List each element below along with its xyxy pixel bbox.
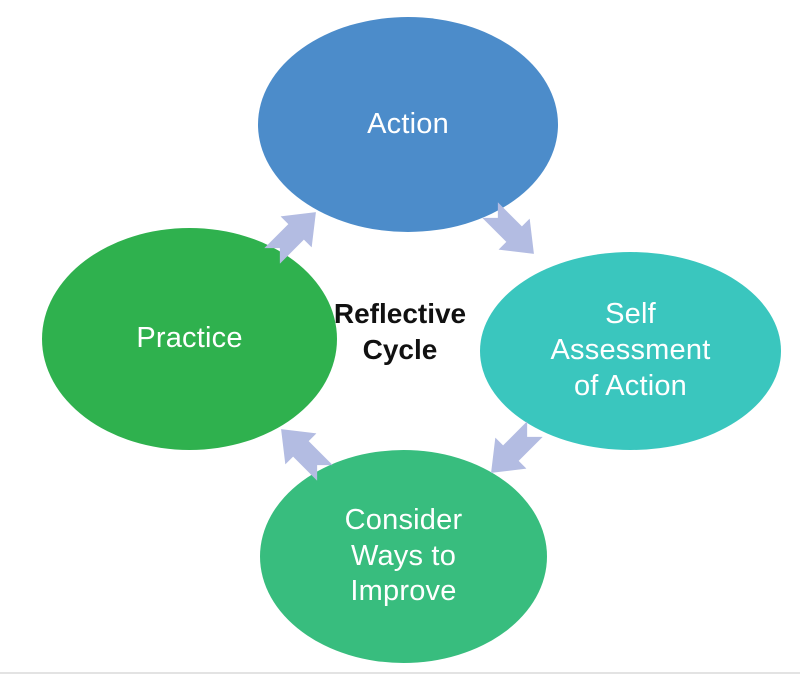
arrow-action-to-self-assessment-icon [482,202,534,254]
arrow-practice-to-action-icon [264,212,316,264]
node-self-assessment-of-action: Self Assessment of Action [480,252,781,450]
arrow-consider-to-practice-icon [281,429,333,481]
cycle-center-title: Reflective Cycle [333,298,467,366]
node-consider-label: Consider Ways to Improve [344,503,463,608]
bottom-border-line [0,672,800,674]
arrow-self-assessment-to-consider-icon [491,421,543,473]
node-self-assessment-label: Self Assessment of Action [550,298,711,402]
node-practice: Practice [42,228,337,450]
node-action-label: Action [367,107,449,140]
node-practice-label: Practice [136,322,243,355]
node-action: Action [258,17,558,232]
node-consider-ways-to-improve: Consider Ways to Improve [260,450,547,663]
